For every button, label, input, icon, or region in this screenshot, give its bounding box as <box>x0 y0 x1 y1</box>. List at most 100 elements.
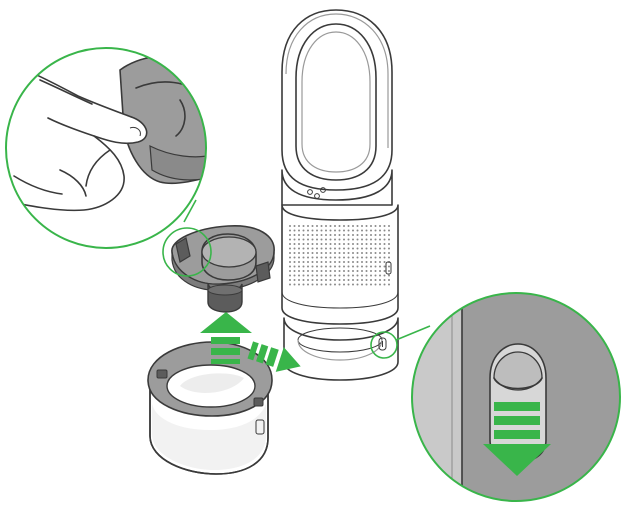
grille-hole <box>334 270 336 272</box>
grille-hole <box>343 252 345 254</box>
grille-hole <box>343 265 345 268</box>
grille-hole <box>302 252 305 254</box>
grille-hole <box>383 279 386 281</box>
grille-hole <box>329 225 332 227</box>
grille-hole <box>298 270 300 272</box>
grille-hole <box>320 261 323 263</box>
grille-hole <box>325 265 327 268</box>
grille-hole <box>343 274 345 277</box>
right-inset-border <box>411 292 621 502</box>
grille-hole <box>352 270 354 272</box>
side-release-button <box>385 261 392 275</box>
grille-hole <box>338 261 341 263</box>
grille-hole <box>316 229 318 232</box>
grille-hole <box>379 270 381 272</box>
grille-hole <box>302 238 305 241</box>
grille-hole <box>329 261 332 263</box>
grille-hole <box>374 261 377 263</box>
grille-hole <box>356 265 359 268</box>
grille-hole <box>379 265 381 268</box>
grille-hole <box>293 229 296 232</box>
grille-hole <box>347 229 350 232</box>
grille-hole <box>388 234 390 236</box>
grille-hole <box>352 229 354 232</box>
grille-hole <box>316 274 318 277</box>
grille-hole <box>320 274 323 277</box>
grille-hole <box>311 243 314 245</box>
grille-hole <box>289 279 291 281</box>
grille-hole <box>370 229 372 232</box>
grille-hole <box>343 225 345 227</box>
grille-hole <box>370 270 372 272</box>
grille-hole <box>329 265 332 268</box>
grille-hole <box>343 234 345 236</box>
grille-hole <box>316 234 318 236</box>
grille-hole <box>356 229 359 232</box>
grille-hole <box>302 225 305 227</box>
grille-hole <box>370 279 372 281</box>
grille-hole <box>352 274 354 277</box>
arrow-up-icon <box>200 312 252 364</box>
grille-hole <box>293 238 296 241</box>
grille-hole <box>298 274 300 277</box>
grille-hole <box>383 243 386 245</box>
grille-hole <box>320 234 323 236</box>
grille-hole <box>361 274 363 277</box>
grille-hole <box>365 247 368 250</box>
grille-hole <box>347 265 350 268</box>
grille-hole <box>383 261 386 263</box>
grille-hole <box>343 238 345 241</box>
grille-hole <box>370 225 372 227</box>
grille-hole <box>298 238 300 241</box>
grille-hole <box>370 261 372 263</box>
grille-hole <box>356 243 359 245</box>
grille-hole <box>325 283 327 286</box>
grille-hole <box>361 265 363 268</box>
grille-hole <box>352 261 354 263</box>
purifier-body <box>281 204 399 325</box>
filter-grille <box>289 225 390 286</box>
grille-hole <box>365 225 368 227</box>
grille-hole <box>302 243 305 245</box>
grille-hole <box>307 243 309 245</box>
grille-hole <box>338 274 341 277</box>
left-magnified-inset <box>5 47 207 249</box>
left-inset-connector <box>183 199 197 223</box>
grille-hole <box>374 256 377 259</box>
grille-hole <box>356 247 359 250</box>
inset-hand <box>6 59 148 212</box>
grille-hole <box>302 229 305 232</box>
grille-hole <box>388 265 390 268</box>
grille-hole <box>320 279 323 281</box>
grille-hole <box>338 243 341 245</box>
grille-hole <box>302 265 305 268</box>
grille-hole <box>316 261 318 263</box>
grille-hole <box>352 238 354 241</box>
grille-hole <box>289 252 291 254</box>
left-inset-border <box>5 47 207 249</box>
grille-hole <box>379 279 381 281</box>
grille-hole <box>298 261 300 263</box>
grille-hole <box>343 261 345 263</box>
grille-hole <box>338 252 341 254</box>
grille-hole <box>293 261 296 263</box>
grille-hole <box>289 234 291 236</box>
grille-hole <box>338 234 341 236</box>
grille-hole <box>334 229 336 232</box>
grille-hole <box>289 243 291 245</box>
grille-hole <box>347 252 350 254</box>
grille-hole <box>302 256 305 259</box>
grille-hole <box>388 252 390 254</box>
grille-hole <box>338 229 341 232</box>
grille-hole <box>383 234 386 236</box>
grille-hole <box>361 238 363 241</box>
grille-hole <box>311 238 314 241</box>
grille-hole <box>307 256 309 259</box>
grille-hole <box>383 252 386 254</box>
grille-hole <box>374 274 377 277</box>
grille-hole <box>334 265 336 268</box>
grille-hole <box>365 243 368 245</box>
grille-hole <box>311 225 314 227</box>
grille-hole <box>316 256 318 259</box>
control-dot <box>314 193 320 199</box>
